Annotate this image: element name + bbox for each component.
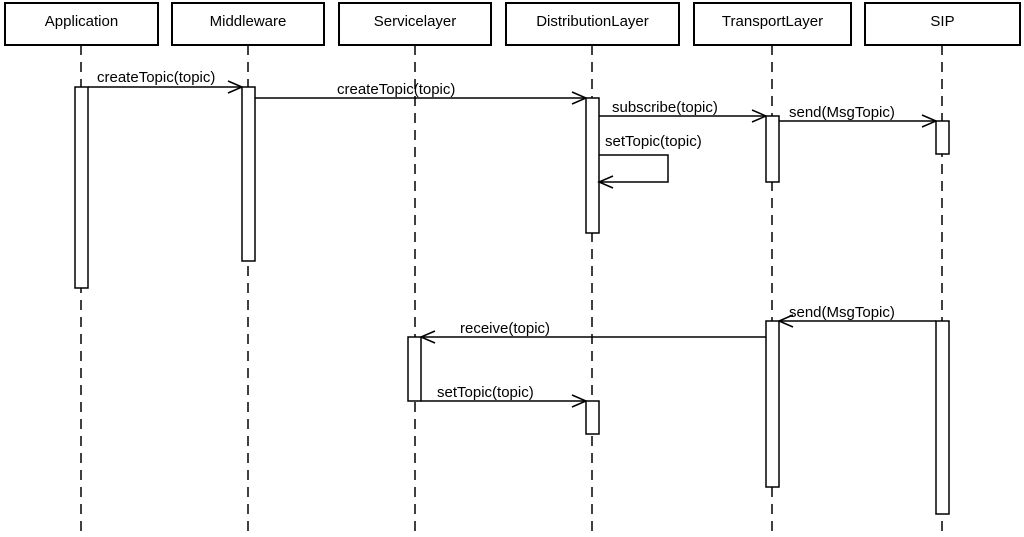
participant-label: Application	[45, 13, 118, 30]
activation-sip	[935, 320, 950, 515]
participant-distributionlayer: DistributionLayer	[505, 2, 680, 46]
message-arrow	[777, 314, 936, 328]
participant-servicelayer: Servicelayer	[338, 2, 492, 46]
message-arrow	[599, 109, 768, 123]
message-arrow	[421, 394, 588, 408]
message-label: createTopic(topic)	[97, 69, 215, 86]
activation-transportlayer	[765, 320, 780, 488]
message-label: send(MsgTopic)	[789, 104, 895, 121]
message-label: setTopic(topic)	[437, 384, 534, 401]
activation-transportlayer	[765, 115, 780, 183]
activation-middleware	[241, 86, 256, 262]
participant-label: TransportLayer	[722, 13, 823, 30]
activation-sip	[935, 120, 950, 155]
message-label: subscribe(topic)	[612, 99, 718, 116]
activation-servicelayer	[407, 336, 422, 402]
message-label: send(MsgTopic)	[789, 304, 895, 321]
participant-middleware: Middleware	[171, 2, 325, 46]
message-arrow	[88, 80, 244, 94]
message-label: receive(topic)	[460, 320, 550, 337]
participant-application: Application	[4, 2, 159, 46]
message-arrow	[779, 114, 938, 128]
participant-label: SIP	[930, 13, 954, 30]
activation-distributionlayer	[585, 97, 600, 234]
self-message-arrow	[597, 154, 669, 189]
participant-label: Servicelayer	[374, 13, 457, 30]
message-arrow	[419, 330, 766, 344]
participant-sip: SIP	[864, 2, 1021, 46]
participant-label: Middleware	[210, 13, 287, 30]
message-arrow	[255, 91, 588, 105]
participant-transportlayer: TransportLayer	[693, 2, 852, 46]
message-label: createTopic(topic)	[337, 81, 455, 98]
participant-label: DistributionLayer	[536, 13, 649, 30]
message-label: setTopic(topic)	[605, 133, 702, 150]
activation-distributionlayer	[585, 400, 600, 435]
activation-application	[74, 86, 89, 289]
